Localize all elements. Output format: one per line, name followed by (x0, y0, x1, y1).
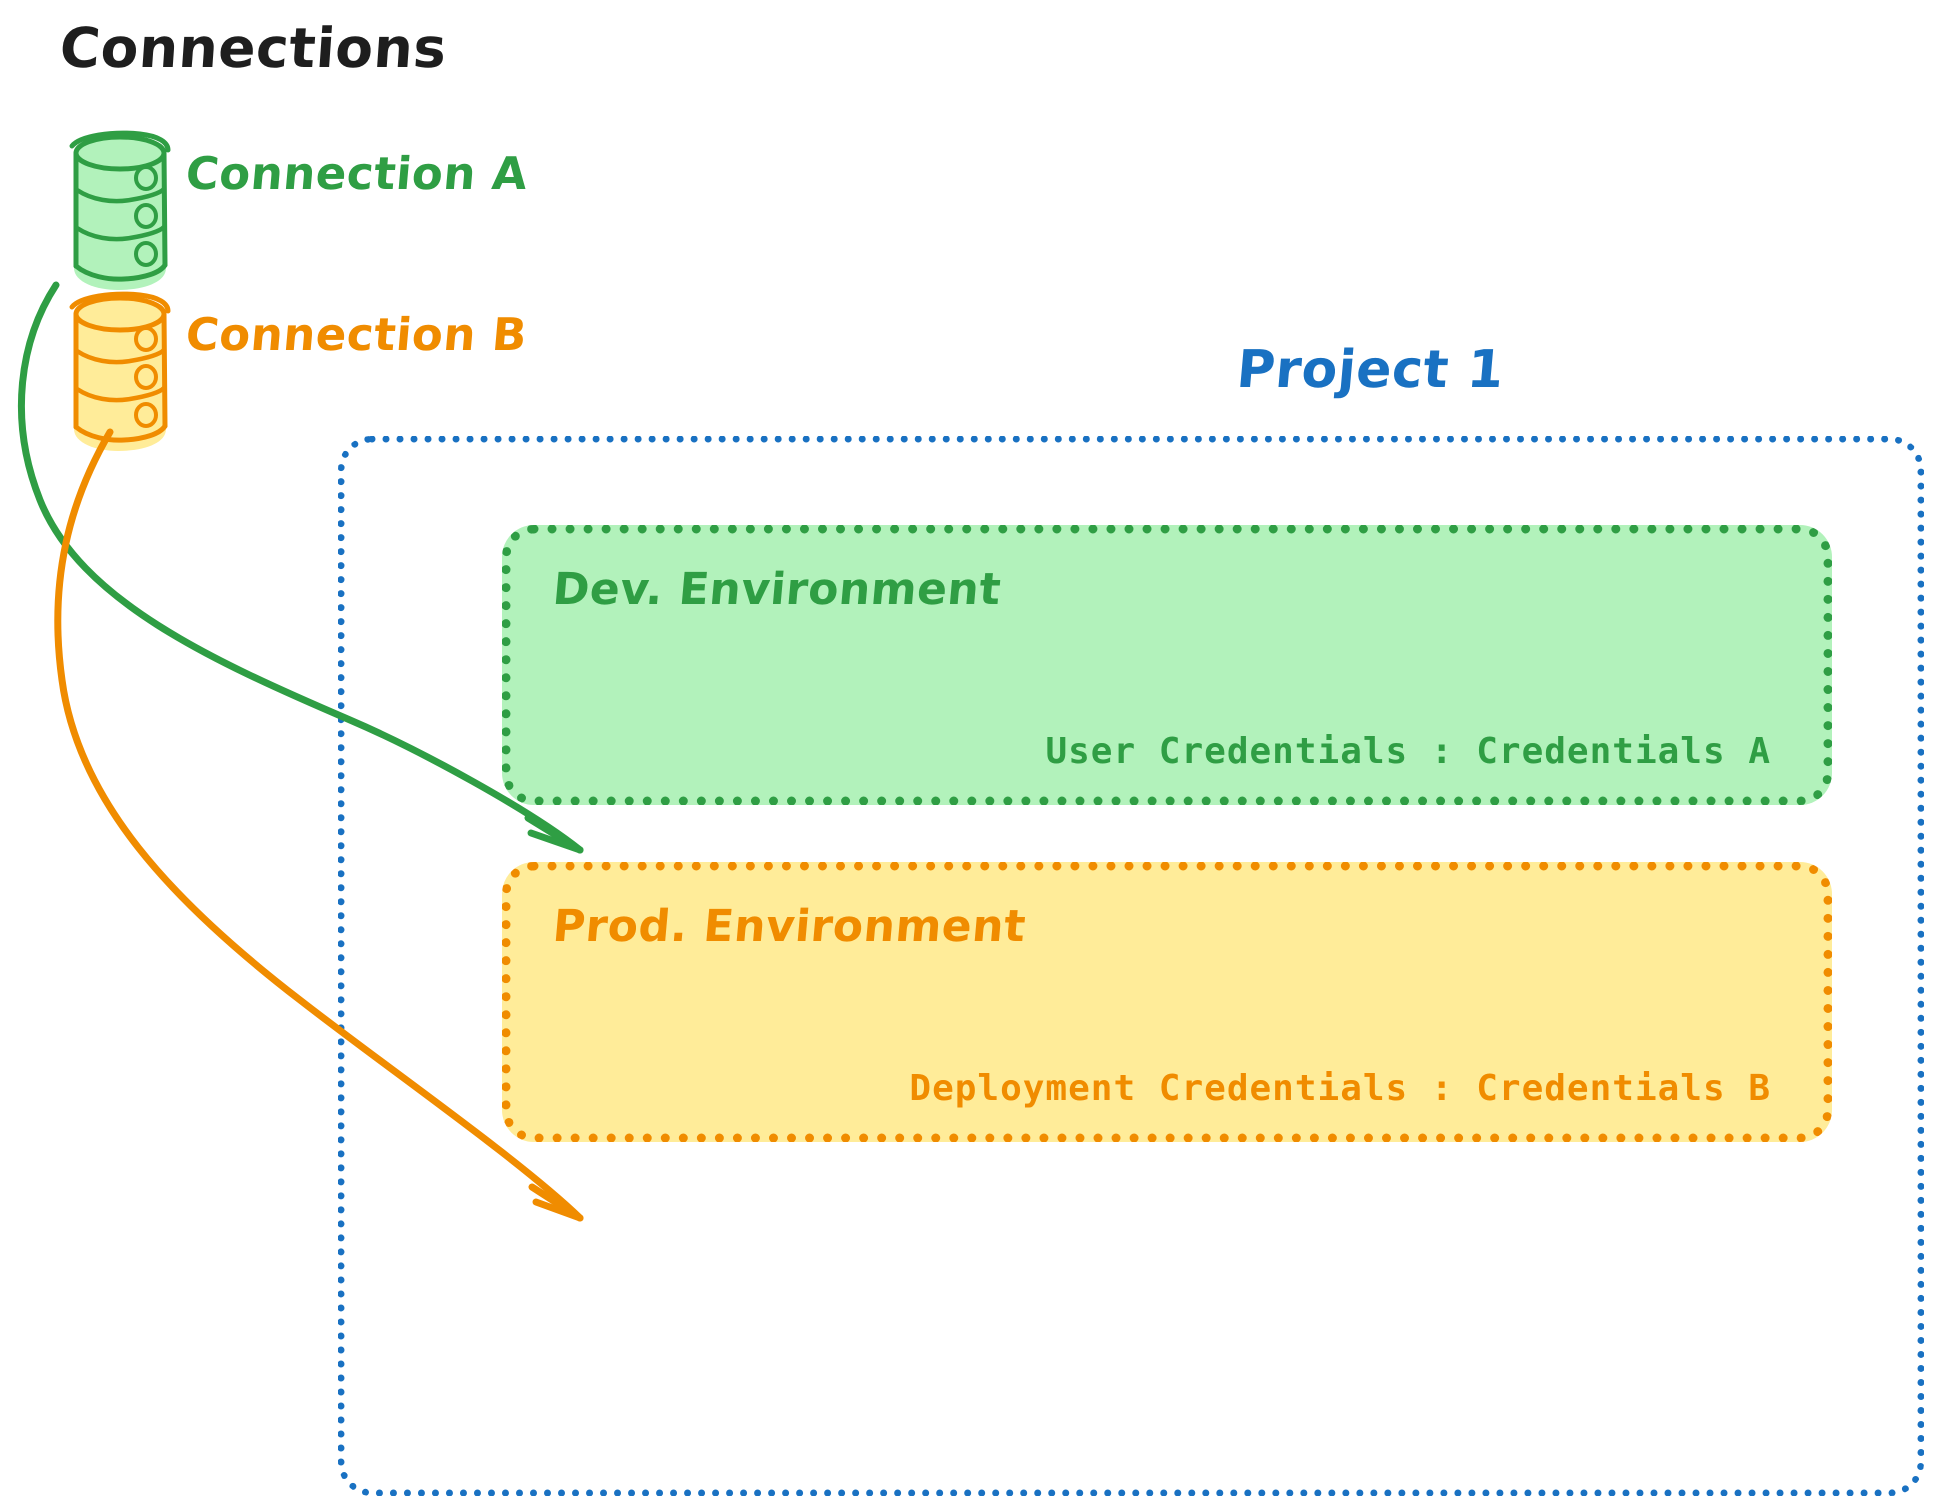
project-title: Project 1 (1234, 340, 1507, 400)
page-title: Connections (57, 16, 449, 80)
database-cylinder-icon-a[interactable] (69, 130, 171, 290)
dev-environment-credentials: User Credentials : Credentials A (1045, 731, 1771, 772)
dev-environment-box[interactable]: Dev. Environment User Credentials : Cred… (502, 525, 1832, 805)
prod-environment-title: Prod. Environment (550, 901, 1028, 952)
prod-environment-credentials: Deployment Credentials : Credentials B (909, 1068, 1771, 1109)
connection-a-label: Connection A (183, 147, 530, 200)
connection-b-label: Connection B (183, 308, 530, 361)
database-cylinder-icon-b[interactable] (69, 291, 171, 451)
prod-environment-box[interactable]: Prod. Environment Deployment Credentials… (502, 862, 1832, 1142)
dev-environment-title: Dev. Environment (550, 564, 1004, 615)
